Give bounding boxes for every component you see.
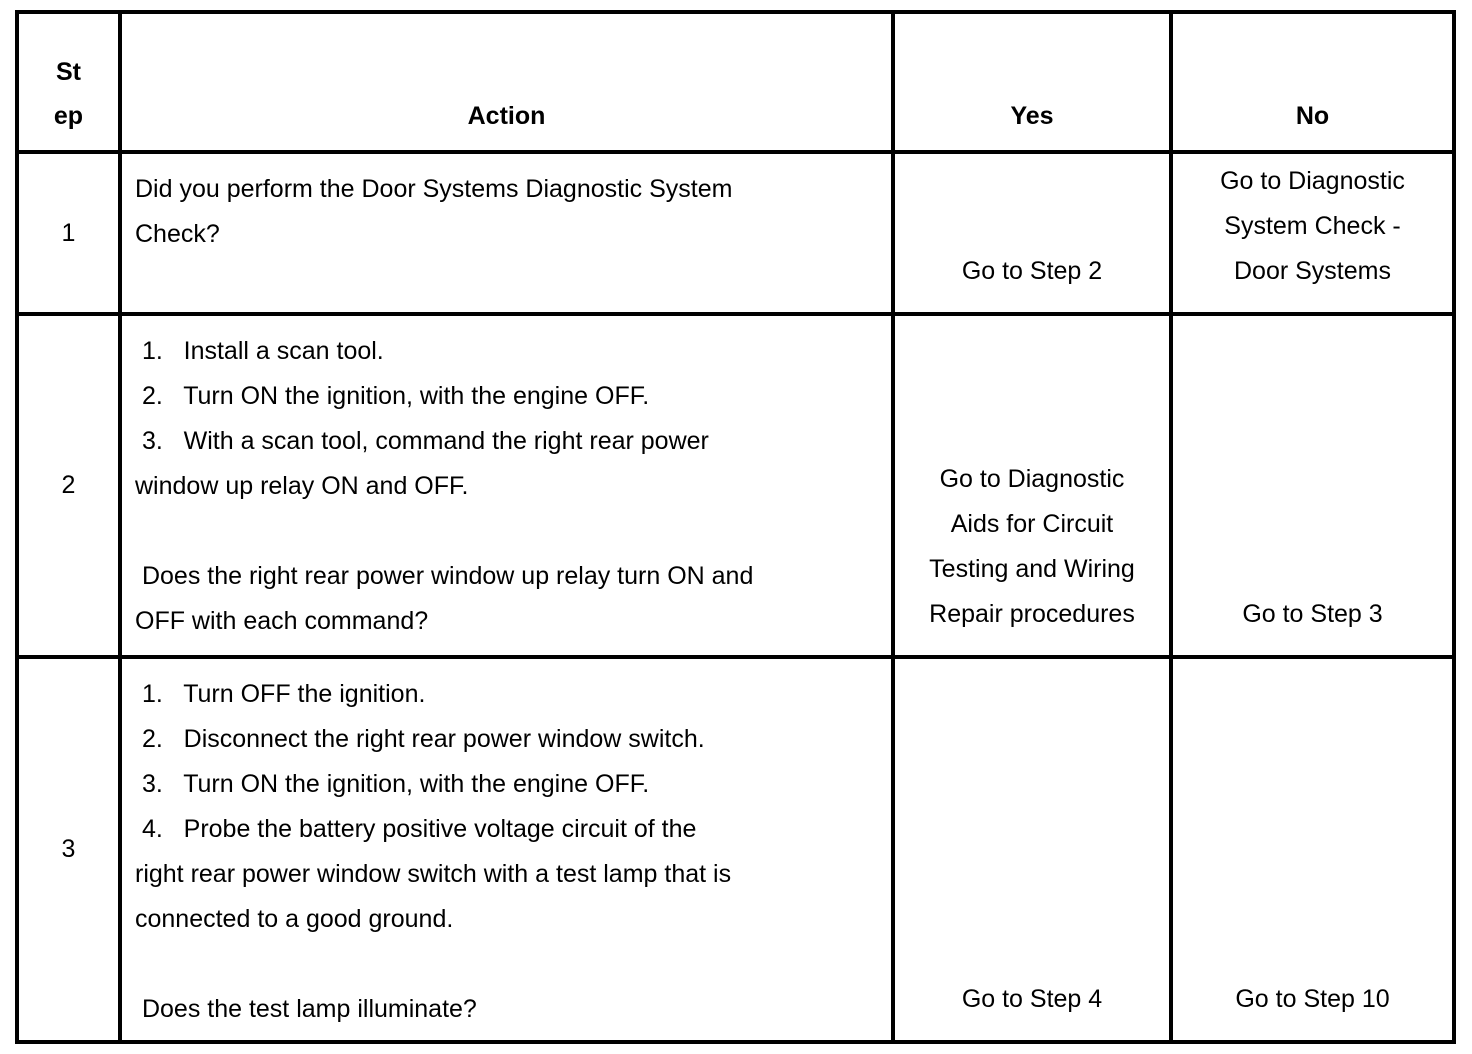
header-action: Action [118,10,895,154]
action-cell: Did you perform the Door Systems Diagnos… [118,150,895,316]
table-row: 2 1. Install a scan tool. 2. Turn ON the… [15,312,1456,659]
yes-cell: Go to Step 2 [891,150,1173,316]
step-number: 3 [15,655,122,1044]
action-cell: 1. Turn OFF the ignition. 2. Disconnect … [118,655,895,1044]
action-cell: 1. Install a scan tool. 2. Turn ON the i… [118,312,895,659]
header-no: No [1169,10,1456,154]
step-number: 1 [15,150,122,316]
yes-cell: Go to Diagnostic Aids for Circuit Testin… [891,312,1173,659]
no-cell: Go to Diagnostic System Check - Door Sys… [1169,150,1456,316]
header-step: St ep [15,10,122,154]
yes-cell: Go to Step 4 [891,655,1173,1044]
no-cell: Go to Step 3 [1169,312,1456,659]
header-yes: Yes [891,10,1173,154]
table-row: 3 1. Turn OFF the ignition. 2. Disconnec… [15,655,1456,1044]
step-number: 2 [15,312,122,659]
table-header-row: St ep Action Yes No [15,10,1456,154]
table-row: 1 Did you perform the Door Systems Diagn… [15,150,1456,316]
no-cell: Go to Step 10 [1169,655,1456,1044]
document-page: St ep Action Yes No 1 Did you perform th… [15,10,1456,1044]
diagnostic-table: St ep Action Yes No 1 Did you perform th… [15,10,1456,1044]
